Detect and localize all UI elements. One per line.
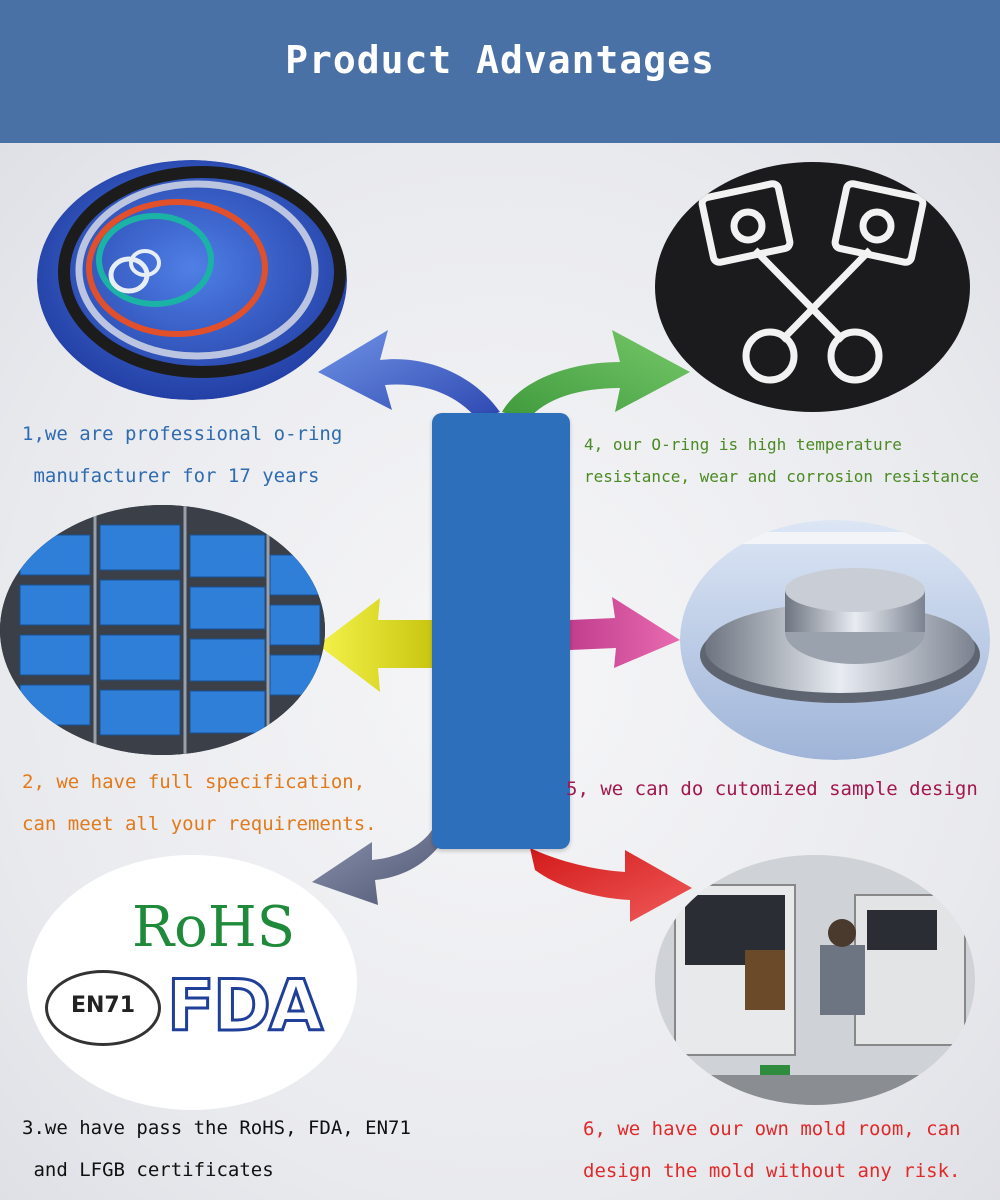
pistons-icon xyxy=(655,162,970,412)
cnc-machine-photo xyxy=(655,855,975,1105)
center-bar xyxy=(432,413,570,849)
advantage-6-text: 6, we have our own mold room, can design… xyxy=(583,1118,961,1182)
header-banner: Product Advantages xyxy=(0,0,1000,143)
advantage-5-text: 5, we can do cutomized sample design xyxy=(566,778,978,800)
page-title: Product Advantages xyxy=(285,38,715,82)
o-rings-photo xyxy=(37,160,347,400)
advantage-2-text: 2, we have full specification, can meet … xyxy=(22,771,377,835)
certificates-logos: RoHS EN71 FDA xyxy=(27,855,357,1110)
rohs-logo: RoHS xyxy=(132,895,296,960)
advantage-1-text: 1,we are professional o-ring manufacture… xyxy=(22,423,343,487)
fda-logo: FDA xyxy=(165,964,324,1049)
en71-logo: EN71 xyxy=(45,970,161,1046)
advantage-3-text: 3.we have pass the RoHS, FDA, EN71 and L… xyxy=(22,1117,411,1181)
warehouse-shelves-photo xyxy=(0,505,325,755)
cad-design-render xyxy=(680,520,990,760)
advantage-4-text: 4, our O-ring is high temperature resist… xyxy=(584,435,979,486)
